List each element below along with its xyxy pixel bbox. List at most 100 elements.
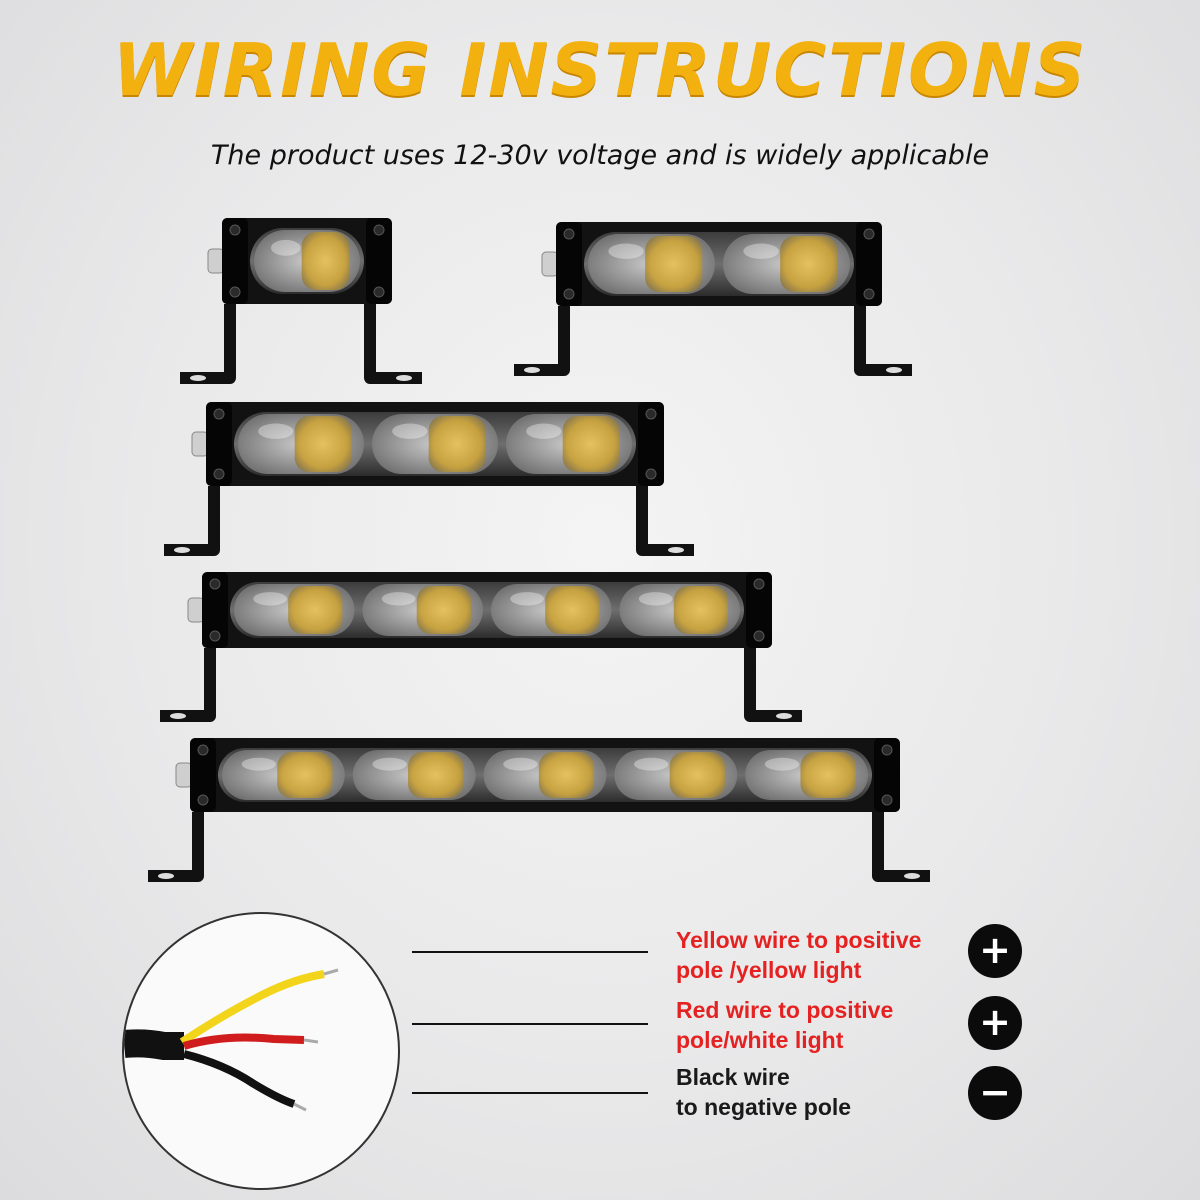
light-bar-2-lens <box>514 222 912 376</box>
end-cap <box>638 402 664 486</box>
lens-yellow-led <box>545 586 600 634</box>
yellow-wire-tip <box>323 968 339 976</box>
page-title: WIRING INSTRUCTIONS <box>112 28 1088 112</box>
minus-icon: − <box>968 1066 1022 1120</box>
light-bar-4-lens <box>160 572 802 722</box>
lens-yellow-led <box>408 752 464 798</box>
lens-highlight <box>526 423 562 439</box>
side-screw <box>541 251 559 277</box>
screw-icon <box>863 228 875 240</box>
mount-bracket <box>180 304 236 384</box>
screw-icon <box>563 228 575 240</box>
black-wire-line <box>412 1092 648 1094</box>
lens-yellow-led <box>800 752 856 798</box>
screw-icon <box>753 630 765 642</box>
screw-icon <box>209 578 221 590</box>
mount-bracket <box>744 648 802 722</box>
mount-bracket <box>364 304 422 384</box>
lens-yellow-led <box>538 752 595 798</box>
page-subtitle: The product uses 12-30v voltage and is w… <box>210 140 990 171</box>
end-cap <box>190 738 216 812</box>
screw-icon <box>563 288 575 300</box>
wire-closeup-circle <box>122 912 400 1190</box>
end-cap <box>746 572 772 648</box>
mount-bracket <box>514 306 570 376</box>
screw-icon <box>197 794 209 806</box>
screw-icon <box>229 286 241 298</box>
screw-icon <box>197 744 209 756</box>
red-wire <box>182 1033 305 1050</box>
lens-highlight <box>372 757 407 771</box>
mount-bracket <box>872 812 930 882</box>
screw-icon <box>229 224 241 236</box>
light-bar-3-lens <box>164 402 694 556</box>
mount-hole <box>174 547 190 553</box>
screw-icon <box>373 286 385 298</box>
mount-hole <box>396 375 412 381</box>
black-wire-tip <box>293 1102 307 1112</box>
lens-highlight <box>392 423 428 439</box>
mount-bracket <box>164 486 220 556</box>
lens-highlight <box>608 243 644 259</box>
mount-bracket <box>160 648 216 722</box>
yellow-wire <box>179 970 325 1046</box>
lens-highlight <box>743 243 779 259</box>
mount-hole <box>524 367 540 373</box>
glass-window <box>230 582 744 638</box>
lens-highlight <box>241 757 277 771</box>
end-cap <box>206 402 232 486</box>
screw-icon <box>213 408 225 420</box>
screw-icon <box>645 408 657 420</box>
mount-hole <box>776 713 792 719</box>
screw-icon <box>753 578 765 590</box>
mount-hole <box>886 367 902 373</box>
mount-hole <box>190 375 206 381</box>
lens-yellow-led <box>416 586 471 634</box>
lens-yellow-led <box>277 752 333 798</box>
lens-yellow-led <box>780 236 838 292</box>
lens-yellow-led <box>294 416 352 472</box>
plus-icon: + <box>968 924 1022 978</box>
screw-icon <box>881 744 893 756</box>
lens-highlight <box>510 592 545 606</box>
end-cap <box>874 738 900 812</box>
mount-hole <box>668 547 684 553</box>
lens-yellow-led <box>673 586 728 634</box>
light-bar-1-lens <box>180 218 422 384</box>
mount-hole <box>158 873 174 879</box>
end-cap <box>856 222 882 306</box>
lens-yellow-led <box>301 232 350 290</box>
mount-hole <box>170 713 186 719</box>
side-screw <box>191 431 209 457</box>
lens-yellow-led <box>562 416 620 472</box>
lens-yellow-led <box>288 586 343 634</box>
plus-icon: + <box>968 996 1022 1050</box>
red-wire-line <box>412 1023 648 1025</box>
screw-icon <box>863 288 875 300</box>
side-screw <box>187 597 205 623</box>
lens-highlight <box>764 757 800 771</box>
side-screw <box>175 762 193 788</box>
mount-bracket <box>636 486 694 556</box>
lens-highlight <box>638 592 673 606</box>
light-bar-5-lens <box>148 738 930 882</box>
lens-highlight <box>258 423 294 439</box>
screw-icon <box>373 224 385 236</box>
screw-icon <box>213 468 225 480</box>
screw-icon <box>881 794 893 806</box>
screw-icon <box>645 468 657 480</box>
mount-bracket <box>854 306 912 376</box>
side-screw <box>207 248 225 274</box>
lens-highlight <box>381 592 416 606</box>
lens-highlight <box>503 757 538 771</box>
end-cap <box>202 572 228 648</box>
red-wire-tip <box>303 1038 319 1044</box>
cable-illustration <box>124 968 339 1112</box>
yellow-wire-line <box>412 951 648 953</box>
lens-highlight <box>634 757 669 771</box>
lens-yellow-led <box>669 752 725 798</box>
lens-highlight <box>253 592 288 606</box>
